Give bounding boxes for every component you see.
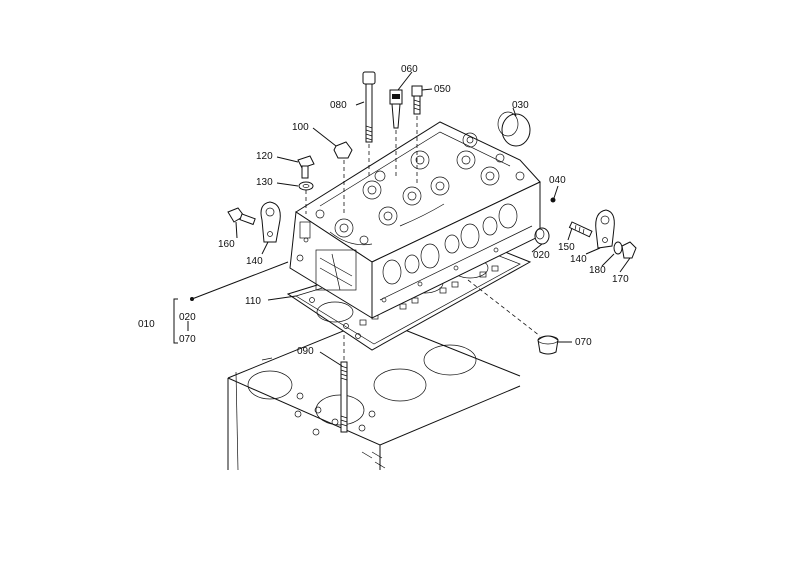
label-040: 040: [549, 175, 566, 186]
cylinder-head-010: [289, 121, 541, 319]
label-110: 110: [245, 296, 261, 307]
glow-plug-050: [411, 85, 423, 186]
stud-150: [568, 221, 593, 238]
hanger-140-left: [260, 201, 281, 243]
label-140-left: 140: [246, 256, 263, 267]
washer-180: [613, 241, 623, 255]
leader-lines: [173, 71, 631, 367]
bolt-120: [297, 155, 315, 179]
label-160: 160: [218, 239, 235, 250]
plug-020: [534, 227, 550, 245]
plug-040: [550, 197, 556, 203]
label-020-group: 020: [179, 312, 196, 323]
label-070-group: 070: [179, 334, 196, 345]
nut-100: [333, 141, 353, 214]
label-150: 150: [558, 242, 575, 253]
engine-block: [227, 317, 521, 471]
bolt-160: [227, 207, 256, 226]
part-labels: 080 060 050 030 100 120 130 040 160 140 …: [138, 64, 629, 357]
label-070: 070: [575, 337, 592, 348]
plug-070: [467, 279, 559, 355]
nozzle-holder-060: [389, 89, 403, 176]
bolt-080: [362, 71, 376, 176]
plug-030: [497, 111, 531, 147]
label-100: 100: [292, 122, 309, 133]
label-020: 020: [533, 250, 550, 261]
label-060: 060: [401, 64, 418, 75]
nut-170: [621, 241, 637, 259]
label-130: 130: [256, 177, 273, 188]
label-050: 050: [434, 84, 451, 95]
washer-130: [298, 181, 314, 214]
label-030: 030: [512, 100, 529, 111]
label-120: 120: [256, 151, 273, 162]
label-180: 180: [589, 265, 606, 276]
label-140-right: 140: [570, 254, 587, 265]
hanger-140-right: [595, 209, 615, 249]
label-080: 080: [330, 100, 347, 111]
label-010: 010: [138, 319, 155, 330]
label-090: 090: [297, 346, 314, 357]
label-170: 170: [612, 274, 629, 285]
